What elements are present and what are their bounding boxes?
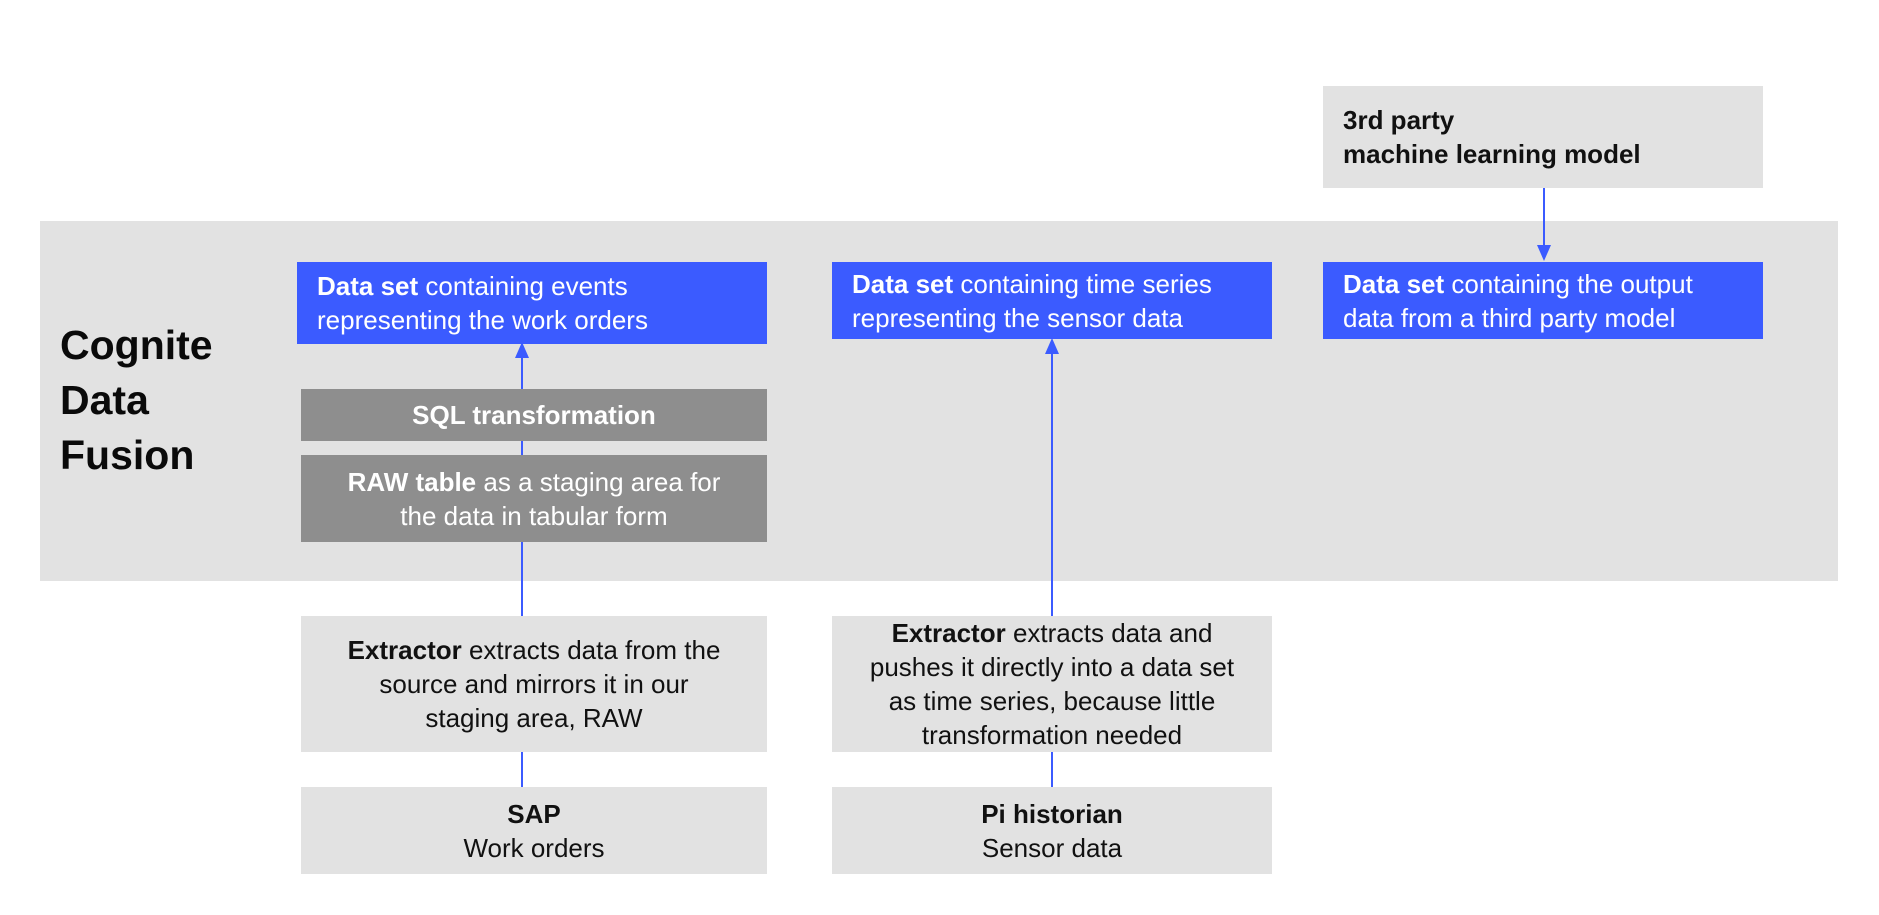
- pi-dataset-text-1: containing time series: [953, 268, 1212, 299]
- sap-extractor-box: Extractor extracts data from the source …: [301, 616, 767, 752]
- sap-source-title: SAP: [507, 798, 561, 829]
- ml-model-box: 3rd party machine learning model: [1323, 86, 1763, 188]
- ml-dataset-text-1: containing the output: [1444, 268, 1693, 299]
- raw-table-box: RAW table as a staging area for the data…: [301, 455, 767, 542]
- sap-dataset-text-2: representing the work orders: [317, 305, 648, 335]
- pi-extractor-box: Extractor extracts data and pushes it di…: [832, 616, 1272, 752]
- ml-dataset-bold: Data set: [1343, 268, 1445, 299]
- sap-extractor-text-3: staging area, RAW: [425, 703, 643, 733]
- pi-dataset-box: Data set containing time series represen…: [832, 262, 1272, 339]
- ml-dataset-text-2: data from a third party model: [1343, 302, 1676, 333]
- ml-dataset-box: Data set containing the output data from…: [1323, 262, 1763, 339]
- pi-dataset-bold: Data set: [852, 268, 954, 299]
- pi-extractor-text-1: extracts data and: [1005, 618, 1213, 648]
- sap-extractor-text-2: source and mirrors it in our: [379, 669, 689, 699]
- cdf-title-line2: Data: [60, 377, 149, 423]
- sap-extractor-text-1: extracts data from the: [461, 635, 721, 665]
- pi-source-box: Pi historian Sensor data: [832, 787, 1272, 874]
- sap-dataset-text-1: containing events: [418, 271, 628, 301]
- raw-table-text-2: the data in tabular form: [400, 500, 668, 531]
- pi-extractor-text-4: transformation needed: [921, 720, 1183, 750]
- sql-transformation-box: SQL transformation: [301, 389, 767, 441]
- pi-extractor-bold: Extractor: [891, 618, 1006, 648]
- ml-model-line2: machine learning model: [1343, 139, 1641, 169]
- pi-extractor-text-3: as time series, because little: [888, 686, 1216, 716]
- cdf-title-line1: Cognite: [60, 322, 213, 368]
- pi-dataset-text-2: representing the sensor data: [852, 302, 1183, 333]
- raw-table-bold: RAW table: [347, 466, 477, 497]
- pi-extractor-text-2: pushes it directly into a data set: [869, 652, 1235, 682]
- sap-source-box: SAP Work orders: [301, 787, 767, 874]
- cdf-panel-title: Cognite Data Fusion: [60, 318, 213, 483]
- sap-dataset-box: Data set containing events representing …: [297, 262, 767, 344]
- raw-table-text-1: as a staging area for: [476, 466, 721, 497]
- ml-model-line1: 3rd party: [1343, 105, 1455, 135]
- sap-dataset-bold: Data set: [317, 271, 419, 301]
- sap-source-subtitle: Work orders: [463, 832, 605, 863]
- sap-extractor-bold: Extractor: [347, 635, 462, 665]
- pi-source-subtitle: Sensor data: [981, 832, 1123, 863]
- cdf-title-line3: Fusion: [60, 432, 195, 478]
- pi-source-title: Pi historian: [981, 798, 1123, 829]
- sql-transformation-label: SQL transformation: [412, 400, 656, 430]
